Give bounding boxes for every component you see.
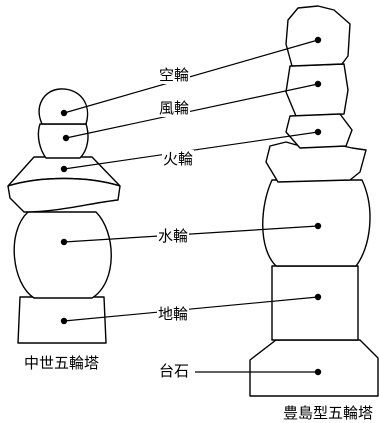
dot-left-fuu	[62, 134, 70, 142]
right-daiseki	[249, 339, 379, 397]
label-kuu-rin: 空輪	[158, 66, 191, 84]
dot-right-daiseki	[314, 368, 322, 376]
right-kuu-rin	[285, 5, 351, 67]
dot-left-chi	[60, 317, 68, 325]
dot-right-sui	[314, 222, 322, 230]
dot-right-ka	[314, 128, 322, 136]
right-chi-rin	[271, 265, 359, 341]
dot-left-kuu	[60, 109, 68, 117]
left-ka-rin-lower	[7, 177, 121, 213]
label-ka-rin: 火輪	[162, 150, 195, 168]
caption-teshima-gorinto: 豊島型五輪塔	[283, 404, 374, 422]
leader-fuu	[65, 83, 319, 139]
leader-kuu	[63, 39, 319, 114]
right-ka-rin	[265, 141, 367, 183]
caption-medieval-gorinto: 中世五輪塔	[24, 354, 100, 372]
right-sui-rin	[262, 179, 371, 267]
dot-left-sui	[60, 238, 68, 246]
teshima-gorinto	[249, 5, 379, 397]
label-fuu-rin: 風輪	[158, 99, 191, 117]
medieval-gorinto	[7, 88, 121, 344]
left-kuu-rin	[38, 88, 89, 125]
label-chi-rin: 地輪	[157, 305, 190, 323]
label-sui-rin: 水輪	[157, 227, 190, 245]
leader-sui	[63, 225, 319, 243]
dot-right-chi	[314, 293, 322, 301]
dot-right-fuu	[314, 80, 322, 88]
label-daiseki: 台石	[158, 362, 191, 380]
left-fuu-rin	[37, 123, 89, 159]
marker-dots	[60, 36, 322, 376]
dot-right-kuu	[314, 36, 322, 44]
leader-chi	[63, 296, 319, 322]
dot-left-ka	[60, 165, 68, 173]
left-sui-rin	[13, 211, 112, 299]
right-fuu-rin	[285, 63, 349, 117]
